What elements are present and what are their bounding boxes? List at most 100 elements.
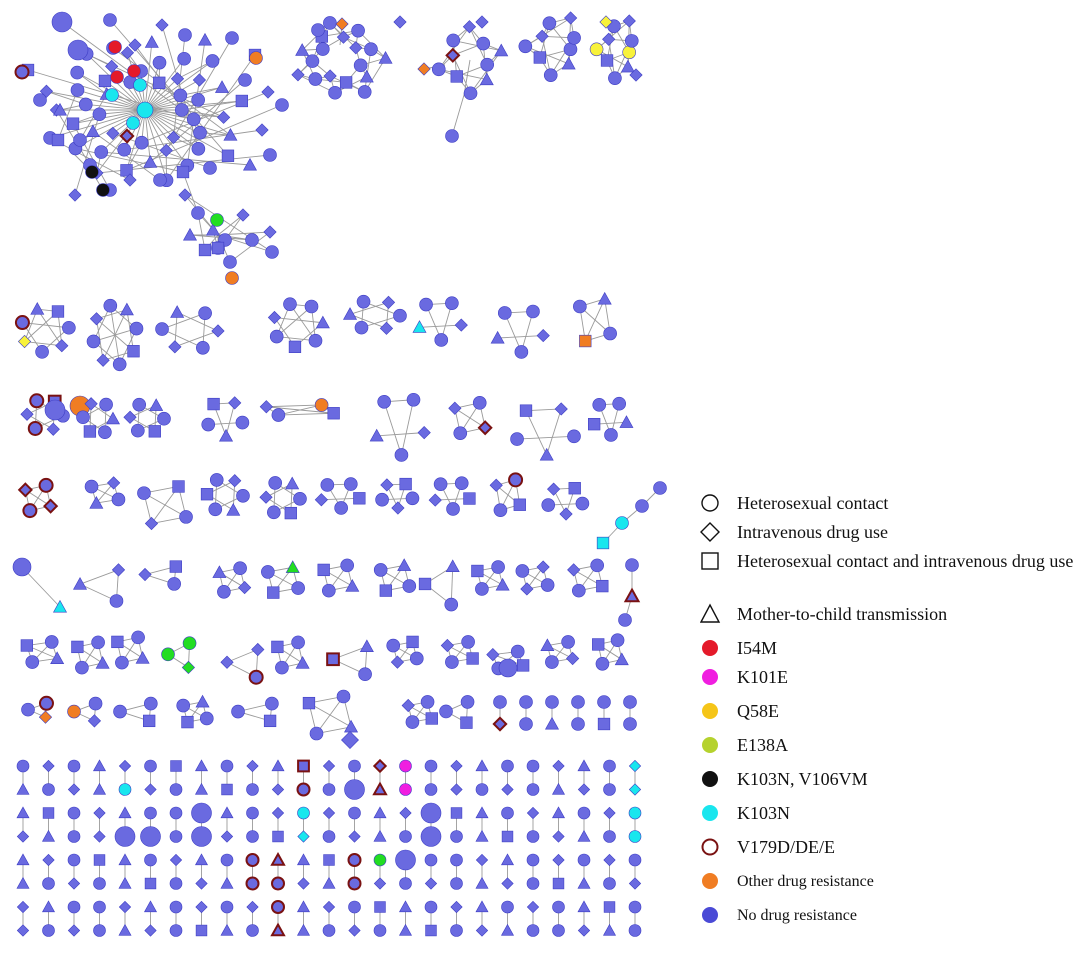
triangle-node <box>143 900 158 913</box>
circle-node <box>186 112 201 127</box>
circle-node <box>577 806 591 820</box>
circle-node <box>445 296 459 310</box>
circle-node <box>377 394 391 409</box>
circle-node <box>348 806 361 820</box>
circle-node <box>265 696 279 711</box>
square-node <box>596 536 610 550</box>
square-node <box>596 579 609 593</box>
diamond-node <box>380 478 394 492</box>
diamond-node <box>220 830 234 843</box>
circle-node <box>334 501 348 515</box>
triangle-node <box>52 599 68 613</box>
circle-node <box>526 783 540 796</box>
square-node <box>463 492 476 505</box>
edge <box>79 569 119 585</box>
edge <box>92 109 146 132</box>
square-node <box>143 714 156 728</box>
circle-node <box>612 396 626 411</box>
circle-node <box>113 704 127 719</box>
circle-node <box>126 116 140 130</box>
diamond-node <box>16 924 30 937</box>
diamond-node <box>501 877 514 890</box>
diamond-node <box>271 783 285 796</box>
circle-node <box>571 695 585 709</box>
circle-node <box>628 806 642 820</box>
circle-node <box>308 72 323 86</box>
circle-node <box>577 853 591 867</box>
circle-node <box>552 900 565 914</box>
triangle-node <box>16 806 30 819</box>
circle-node <box>314 398 329 412</box>
triangle-node <box>345 578 360 592</box>
circle-node <box>320 478 335 492</box>
diamond-node <box>599 15 613 29</box>
circle-node <box>545 695 559 709</box>
circle-node <box>33 93 47 107</box>
diamond-node <box>297 830 310 843</box>
edge <box>525 45 569 65</box>
edge <box>144 109 229 157</box>
square-node <box>176 165 190 179</box>
square-node <box>579 334 592 348</box>
circle-node <box>375 492 389 507</box>
square-node <box>339 76 353 89</box>
edge <box>144 109 188 166</box>
triangle-node <box>315 315 330 329</box>
circle-node <box>628 900 642 914</box>
circle-node <box>445 655 459 669</box>
triangle-node <box>135 650 150 664</box>
circle-node <box>373 563 388 577</box>
circle-node <box>93 877 106 890</box>
diamond-node <box>336 30 351 44</box>
triangle-node <box>295 655 310 669</box>
circle-node <box>595 656 610 671</box>
circle-node <box>78 97 93 112</box>
circle-node <box>297 806 310 820</box>
circle-node <box>169 830 183 843</box>
circle-node <box>132 397 147 412</box>
cyan-dot-icon <box>702 805 718 821</box>
circle-node <box>103 13 117 27</box>
triangle-node <box>52 102 68 116</box>
diamond-node <box>67 877 81 890</box>
legend-label: K103N <box>737 803 790 823</box>
circle-node <box>75 660 89 675</box>
diamond-node <box>566 651 580 666</box>
square-node <box>288 340 302 353</box>
circle-node <box>622 45 636 60</box>
triangle-node <box>500 853 515 866</box>
circle-node <box>424 853 438 867</box>
red-dot-icon <box>702 640 718 656</box>
diamond-node <box>217 110 231 124</box>
square-node <box>111 635 124 649</box>
triangle-node <box>602 923 617 936</box>
circle-node <box>635 499 649 513</box>
edge <box>144 109 151 163</box>
circle-node <box>434 333 449 347</box>
square-node <box>66 117 80 130</box>
circle-node <box>424 759 438 773</box>
triangle-node <box>500 923 515 936</box>
triangle-node <box>540 638 555 652</box>
triangle-node <box>270 922 286 937</box>
square-node <box>267 586 280 599</box>
triangle-node <box>398 923 413 936</box>
circle-node <box>597 695 611 709</box>
edge <box>451 94 465 137</box>
legend-label: K101E <box>737 667 788 687</box>
legend-item-other: Other drug resistance <box>700 870 1080 890</box>
circle-node <box>308 333 323 348</box>
edge <box>22 322 69 329</box>
square-node <box>450 70 463 83</box>
circle-node <box>552 924 565 937</box>
diamond-node <box>16 830 30 843</box>
circle-node <box>444 597 459 612</box>
edge <box>46 90 86 105</box>
diamond-node <box>246 900 259 914</box>
triangle-node <box>271 759 285 772</box>
diamond-node <box>93 806 106 820</box>
circle-node <box>399 783 412 796</box>
circle-node <box>198 306 212 320</box>
triangle-node <box>85 124 100 137</box>
circle-node <box>353 58 368 73</box>
